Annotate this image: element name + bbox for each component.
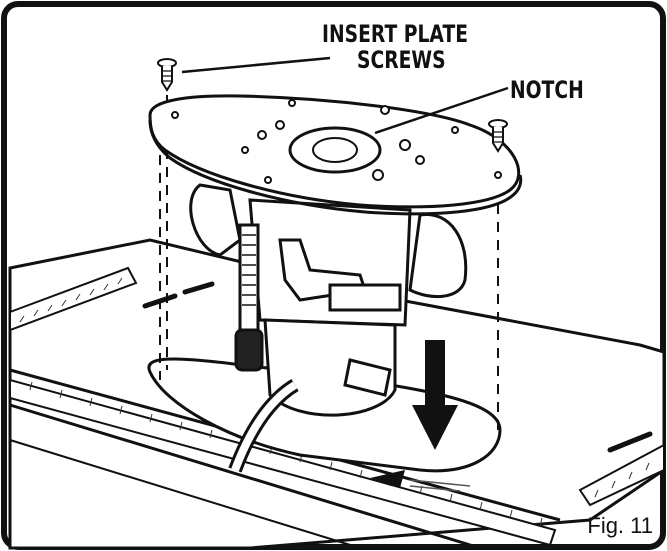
insert-plate-screw-left (157, 58, 177, 92)
router (189, 183, 468, 473)
insert-plate-screw-right (488, 119, 508, 153)
table-scale (9, 266, 665, 547)
scale-ticks (19, 277, 650, 527)
leader-lines (181, 56, 509, 135)
notch-label: NOTCH (510, 76, 584, 104)
alignment-arrow (370, 470, 405, 488)
alignment-text-marks (409, 479, 471, 492)
insert-plate-label: INSERT PLATE (322, 20, 469, 48)
screws-label: SCREWS (357, 46, 446, 74)
plate-holes (171, 99, 502, 184)
insert-plate (148, 94, 523, 216)
down-arrow (412, 340, 458, 450)
figure-caption: Fig. 11 (587, 513, 653, 538)
